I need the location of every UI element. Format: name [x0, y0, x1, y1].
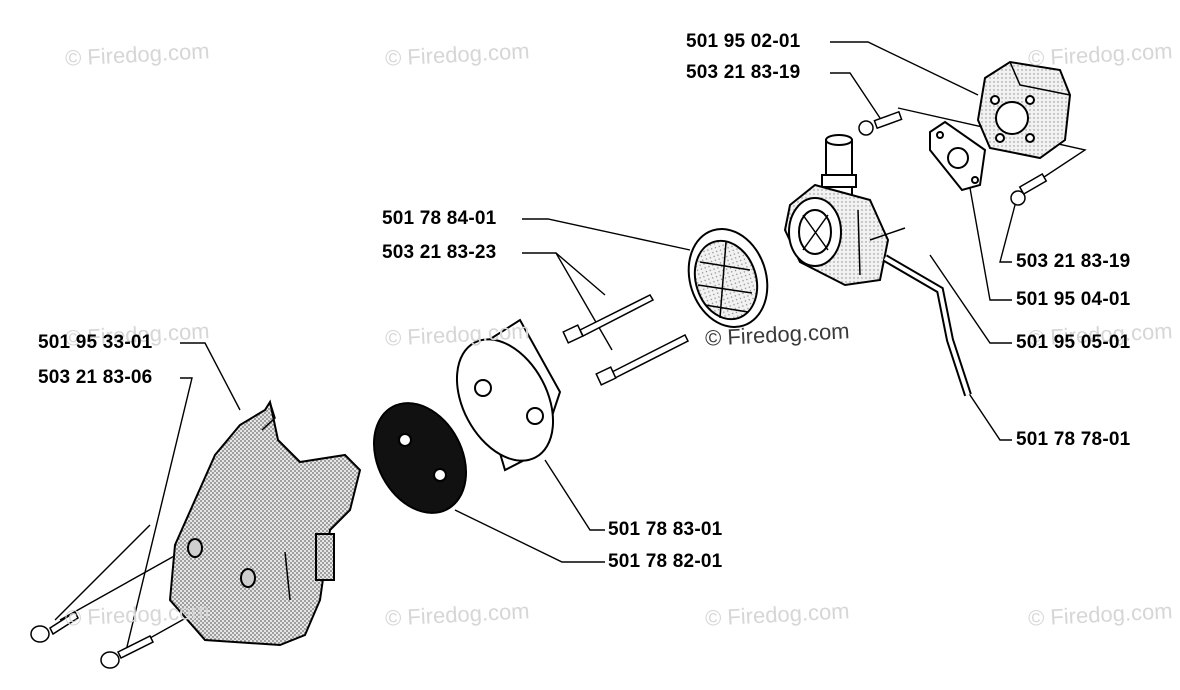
leader-p10 — [959, 379, 1012, 441]
leader-p4b — [555, 252, 613, 351]
part-label: 501 78 83-01 — [608, 519, 723, 540]
part-label: 503 21 83-06 — [38, 367, 153, 388]
part-label: 501 78 78-01 — [1016, 429, 1131, 450]
leader-p12 — [454, 509, 605, 563]
filter-disk — [372, 402, 468, 514]
gasket — [929, 120, 987, 192]
mount-block — [976, 60, 1072, 160]
leader-p3 — [522, 218, 691, 251]
part-label: 503 21 83-19 — [1016, 251, 1131, 272]
carburetor — [783, 134, 906, 287]
leader-p4 — [522, 252, 606, 296]
leader-p9 — [124, 377, 193, 656]
housing-cover — [168, 399, 362, 647]
grille-plate — [687, 228, 769, 328]
leader-p8 — [180, 342, 241, 411]
part-label: 501 78 84-01 — [382, 208, 497, 229]
part-label: 501 95 33-01 — [38, 332, 153, 353]
part-label: 501 95 04-01 — [1016, 289, 1131, 310]
housing-bolt-upper — [30, 610, 79, 643]
part-label: 503 21 83-23 — [382, 242, 497, 263]
leader-p7 — [929, 254, 1012, 344]
part-label: 501 78 82-01 — [608, 551, 723, 572]
long-screw-upper — [562, 294, 655, 344]
leader-p1 — [830, 41, 979, 96]
leader-p9b — [54, 524, 151, 621]
housing-bolt-lower — [100, 634, 155, 669]
fuel-line — [882, 254, 972, 397]
leader-p5 — [999, 204, 1016, 263]
leader-aux1 — [59, 549, 186, 621]
long-screw-lower — [595, 333, 690, 386]
leader-p6 — [969, 187, 1012, 301]
screw-top — [858, 110, 903, 136]
part-label: 501 95 02-01 — [686, 31, 801, 52]
part-label: 501 95 05-01 — [1016, 332, 1131, 353]
part-label: 503 21 83-19 — [686, 62, 801, 83]
leader-p2 — [830, 72, 881, 119]
filter-cover — [455, 318, 562, 472]
screw-right — [1010, 173, 1048, 206]
leader-p2b — [897, 107, 1087, 184]
leader-p11 — [544, 459, 605, 531]
